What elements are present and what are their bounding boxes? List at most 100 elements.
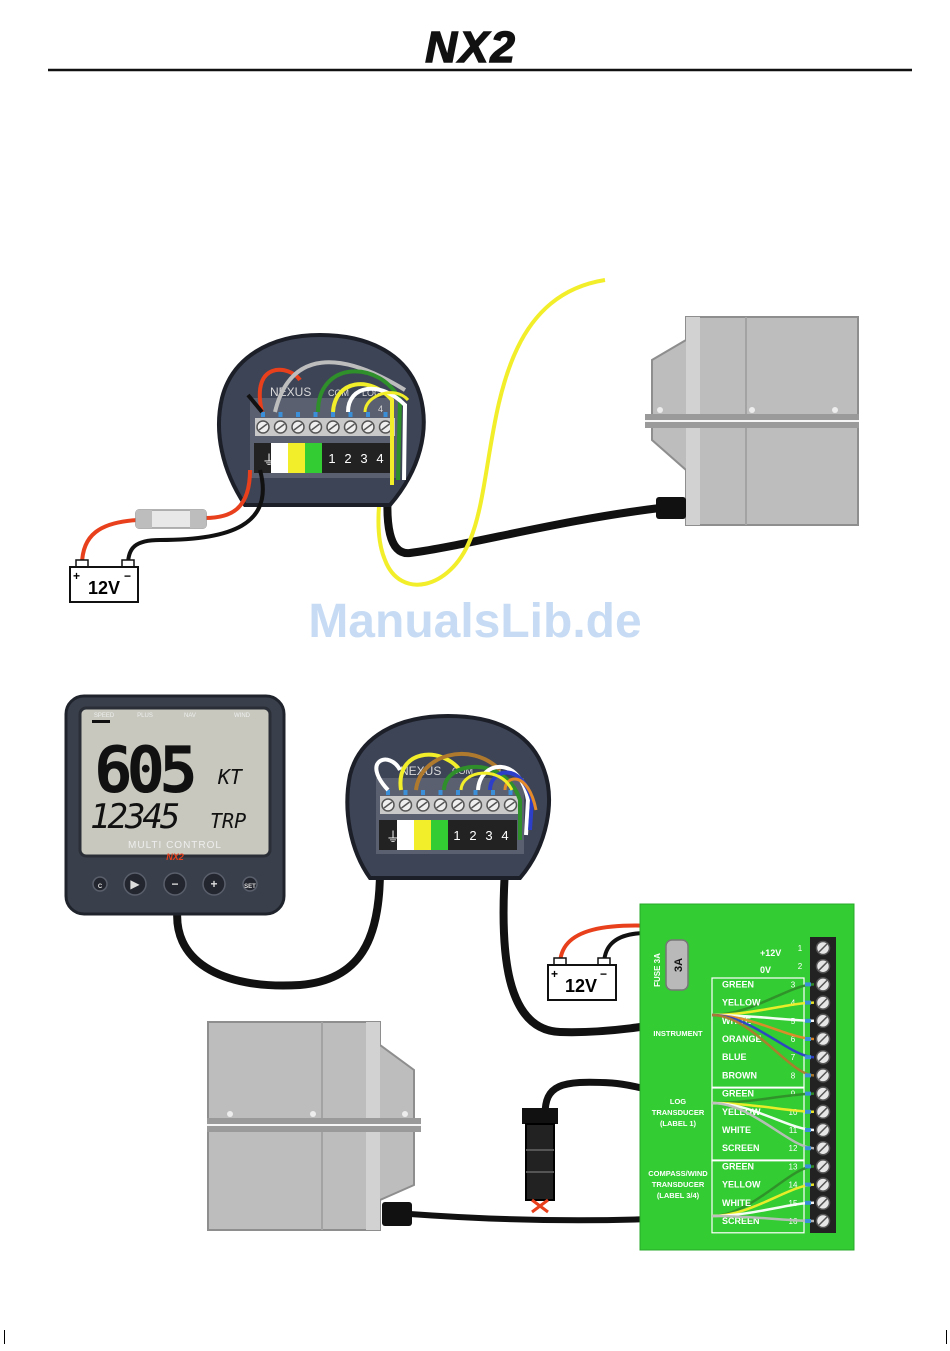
- crop-mark-right: [938, 1330, 947, 1344]
- multi-control-display: SPEED PLUS NAV WIND 605 KT 12345 TRP MULTI …: [64, 694, 286, 916]
- board-terminal-number: 3: [791, 980, 796, 989]
- board-terminal-number: 1: [798, 944, 803, 953]
- board-wire-label: GREEN: [722, 1161, 754, 1171]
- terminal-number: 2: [344, 451, 351, 466]
- board-group-label: TRANSDUCER: [652, 1108, 705, 1117]
- board-terminal-number: 6: [791, 1035, 796, 1044]
- board-wire-label: BROWN: [722, 1070, 757, 1080]
- terminal-number: 1: [328, 451, 335, 466]
- board-terminal-number: 10: [789, 1108, 798, 1117]
- board-terminal-number: 7: [791, 1053, 796, 1062]
- box-brand-2: NEXUS: [400, 764, 441, 778]
- board-terminal-number: 11: [789, 1126, 798, 1135]
- board-terminal-number: 16: [789, 1217, 798, 1226]
- power-plus-label: +12V: [760, 948, 781, 958]
- terminal-number: 4: [501, 828, 508, 843]
- fuse-value: 3A: [673, 958, 685, 972]
- terminal-number: 4: [376, 451, 383, 466]
- header: NX2: [48, 22, 912, 73]
- transducer-case-2: [207, 1021, 421, 1231]
- board-wire-label: YELLOW: [722, 1180, 761, 1190]
- yellow-wire-1: [376, 278, 606, 587]
- power-zero-label: 0V: [760, 965, 771, 975]
- board-terminal-number: 8: [791, 1071, 796, 1080]
- board-wire-label: YELLOW: [722, 1107, 761, 1117]
- board-terminal-number: 14: [789, 1181, 798, 1190]
- battery-minus-1: −: [124, 569, 131, 583]
- terminal-number: 3: [485, 828, 492, 843]
- display-button[interactable]: C: [92, 876, 108, 892]
- display-button[interactable]: +: [202, 872, 226, 896]
- ground-symbol-2: ⏚: [386, 829, 400, 845]
- board-wire-label: WHITE: [722, 1198, 751, 1208]
- terminal-number: 2: [469, 828, 476, 843]
- display-button[interactable]: −: [163, 872, 187, 896]
- board-wire-label: WHITE: [722, 1125, 751, 1135]
- display-button[interactable]: ▶: [123, 872, 147, 896]
- nx2-logo: NX2: [425, 23, 517, 72]
- fuse-2: [665, 939, 689, 991]
- crop-mark-left: [4, 1330, 13, 1344]
- board-terminal-number: 4: [791, 999, 796, 1008]
- fuse-label: FUSE 3A: [653, 953, 662, 987]
- board-wire-label: ORANGE: [722, 1034, 762, 1044]
- display-trip-unit: TRP: [210, 809, 246, 833]
- board-terminal-number: 13: [789, 1162, 798, 1171]
- box-brand-1: NEXUS: [270, 385, 311, 399]
- terminal-number: 1: [453, 828, 460, 843]
- svg-text:▶: ▶: [130, 877, 140, 891]
- board-wire-label: SCREEN: [722, 1143, 760, 1153]
- board-group-label: COMPASS/WIND: [648, 1169, 708, 1178]
- board-wire-label: BLUE: [722, 1052, 747, 1062]
- watermark: ManualsLib.de: [308, 595, 641, 648]
- board-group-label: (LABEL 1): [660, 1119, 697, 1128]
- display-brand: NX2: [166, 852, 184, 862]
- battery-plus-1: +: [73, 569, 80, 583]
- display-button[interactable]: SET: [242, 876, 258, 892]
- board-group-label: (LABEL 3/4): [657, 1191, 700, 1200]
- box-log-num-1: 4: [378, 404, 383, 414]
- display-mode-label: PLUS: [137, 713, 153, 719]
- board-group-label: LOG: [670, 1097, 686, 1106]
- board-group-label: TRANSDUCER: [652, 1180, 705, 1189]
- display-trip-value: 12345: [90, 797, 179, 837]
- display-speed-unit: KT: [217, 765, 244, 789]
- svg-text:SET: SET: [244, 884, 256, 890]
- battery-minus-2: −: [600, 967, 607, 981]
- terminal-number: 3: [360, 451, 367, 466]
- board-wire-label: GREEN: [722, 979, 754, 989]
- display-cable: [173, 869, 384, 990]
- fuse-1: [135, 509, 207, 529]
- board-terminal-number: 2: [798, 962, 803, 971]
- svg-text:C: C: [98, 884, 103, 890]
- board-wire-label: YELLOW: [722, 998, 761, 1008]
- box-log-1: LOG: [362, 388, 381, 398]
- display-name: MULTI CONTROL: [128, 840, 222, 851]
- board-group-label: INSTRUMENT: [653, 1029, 703, 1038]
- board-terminal-number: 5: [791, 1017, 796, 1026]
- board-wire-label: SCREEN: [722, 1216, 760, 1226]
- svg-text:+: +: [210, 877, 217, 891]
- box-com-2: COM: [452, 766, 473, 776]
- display-speed-value: 605: [94, 734, 194, 808]
- display-mode-label: NAV: [184, 713, 196, 719]
- battery-2: + − 12V: [547, 957, 617, 1001]
- display-mode-label: SPEED: [94, 713, 115, 719]
- board-wire-label: GREEN: [722, 1089, 754, 1099]
- battery-1: + − 12V: [69, 559, 139, 603]
- board-terminal-number: 12: [789, 1144, 798, 1153]
- transducer-cable-1: [383, 489, 661, 558]
- battery-label-1: 12V: [88, 578, 120, 598]
- svg-text:−: −: [171, 877, 178, 891]
- log-transducer: [522, 1108, 558, 1214]
- display-mode-label: WIND: [234, 713, 251, 719]
- transducer-case-1: [645, 316, 859, 526]
- board-terminal-number: 15: [789, 1199, 798, 1208]
